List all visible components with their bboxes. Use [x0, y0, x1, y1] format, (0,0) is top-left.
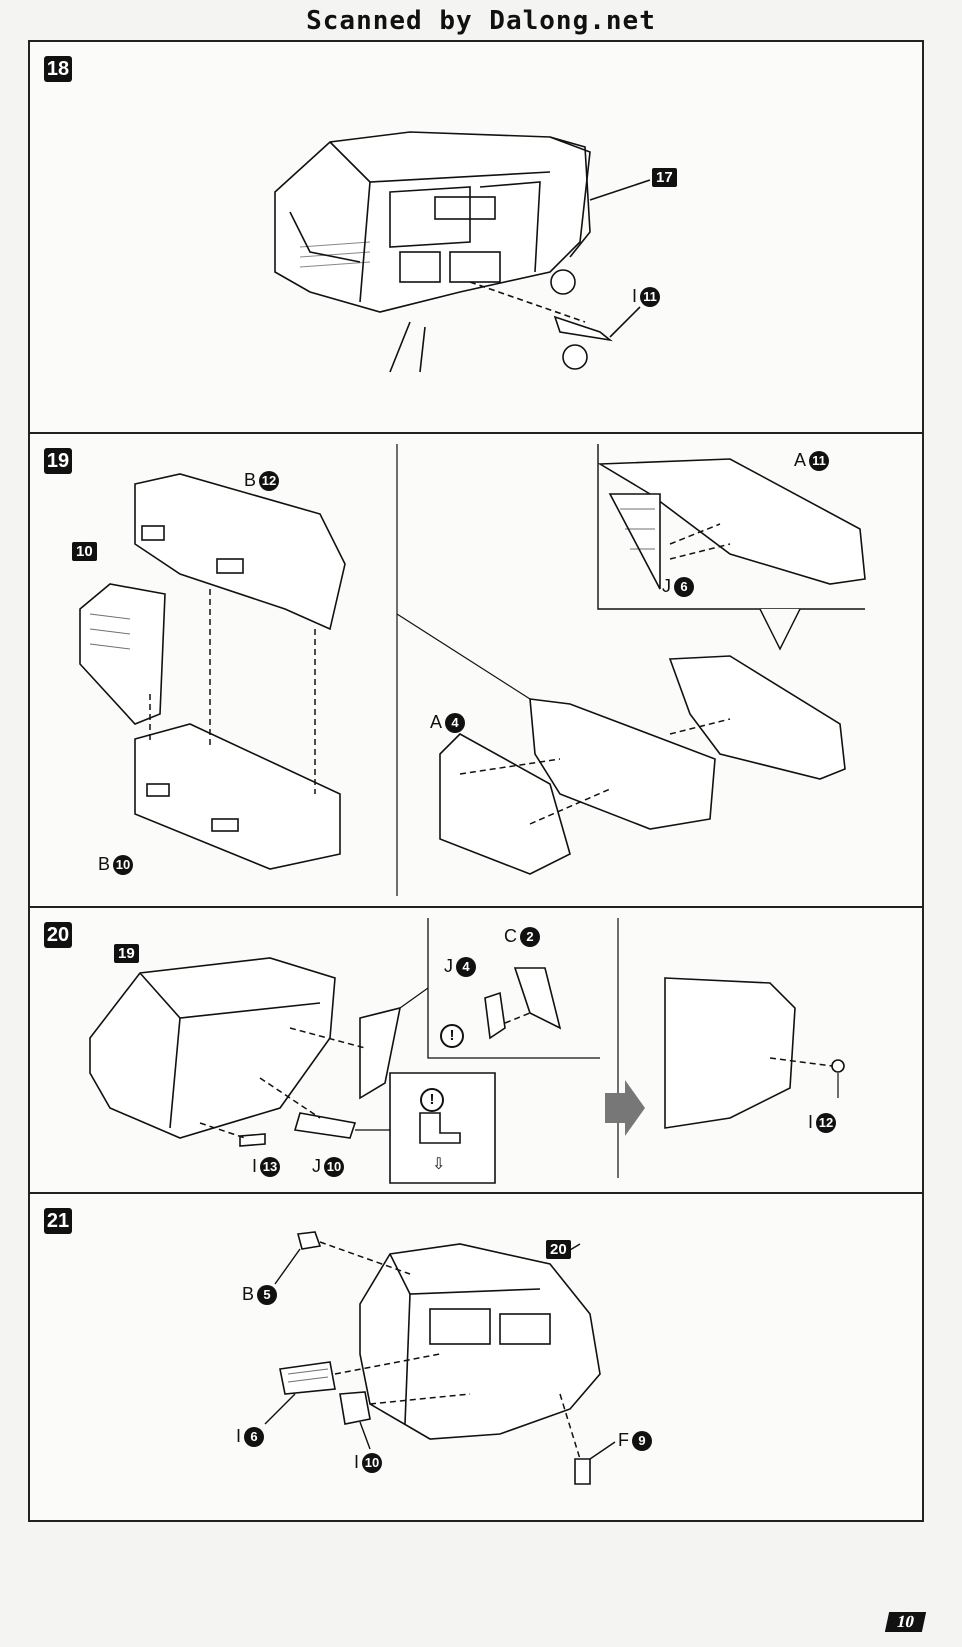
- hull-assembly-illustration: [79, 444, 866, 896]
- step-number: 21: [44, 1208, 72, 1234]
- step-number: 20: [44, 922, 72, 948]
- caution-icon: !: [440, 1024, 464, 1048]
- watermark: Scanned by Dalong.net: [306, 6, 656, 36]
- step-number: 19: [44, 448, 72, 474]
- ref-step-19: 19: [114, 944, 139, 963]
- ref-step-10: 10: [72, 542, 97, 561]
- down-arrow-icon: ⇩: [432, 1156, 446, 1173]
- page-number: 10: [884, 1612, 927, 1632]
- ship-hull-illustration: [274, 131, 651, 373]
- ref-step-20: 20: [546, 1240, 571, 1259]
- ref-step-17: 17: [652, 168, 677, 187]
- step-number: 18: [44, 56, 72, 82]
- caution-icon: !: [420, 1088, 444, 1112]
- final-hull-illustration: [264, 1231, 616, 1485]
- hull-detail-illustration: [89, 918, 845, 1184]
